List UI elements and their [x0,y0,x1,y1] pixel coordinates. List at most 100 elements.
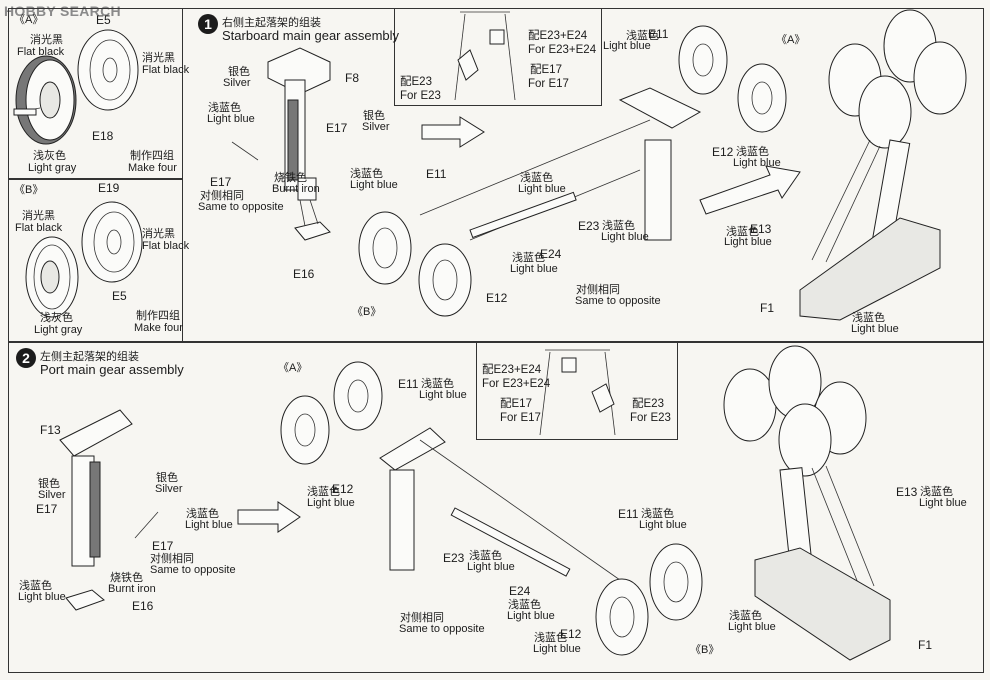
note-label: 对侧相同 [150,553,194,565]
color-label: Light blue [518,183,566,195]
step2-number-badge: 2 [16,348,36,368]
color-label: 浅灰色 [40,312,73,324]
color-label: 消光黑 [30,34,63,46]
color-label: Burnt iron [108,583,156,595]
color-label: Light blue [18,591,66,603]
part-e11-label: E11 [648,27,669,41]
wheel-b-drawing [25,201,143,318]
quantity-label: Make four [128,162,177,174]
part-e12-label: E12 [486,291,508,305]
step1-title-en: Starboard main gear assembly [222,28,400,43]
part-e19-label: E19 [98,181,120,195]
color-label: 浅蓝色 [508,599,541,611]
color-label: Light blue [603,40,651,52]
color-label: 银色 [228,66,250,78]
color-label: Light blue [307,497,355,509]
part-e12-label: E12 [332,482,354,496]
color-label: 银色 [363,110,385,122]
color-label: 浅蓝色 [726,226,759,238]
color-label: 浅蓝色 [534,632,567,644]
color-label: 浅蓝色 [350,168,383,180]
color-label: Light gray [34,324,83,336]
part-e17-label: E17 [326,121,348,135]
color-label: 浅蓝色 [736,146,769,158]
inset2-label: For E23+E24 [482,378,551,390]
color-label: 消光黑 [22,210,55,222]
color-label: 浅蓝色 [641,508,674,520]
inset1-sketch [454,11,516,101]
step2-title-cn: 左侧主起落架的组装 [40,351,139,363]
ref-a-label: 《A》 [278,362,308,374]
color-label: Light blue [728,621,776,633]
quantity-label: Make four [134,322,183,334]
color-label: Light blue [507,610,555,622]
color-label: 浅蓝色 [602,220,635,232]
color-label: 浅蓝色 [208,102,241,114]
color-label: Flat black [142,64,190,76]
color-label: 浅蓝色 [852,312,885,324]
wheel-a-drawing [13,29,139,145]
color-label: Flat black [15,222,63,234]
inset2-label: 配E23 [632,398,664,410]
part-e5-label: E5 [96,13,111,27]
inset2-label: For E23 [630,412,671,424]
note-label: 对侧相同 [576,284,620,296]
part-e12-label: E12 [712,145,734,159]
color-label: 浅蓝色 [469,550,502,562]
note-label: 对侧相同 [200,190,244,202]
color-label: Silver [38,489,66,501]
part-e11-label: E11 [426,167,447,181]
step2-finished-drawing [723,345,891,661]
inset2-sketch [539,349,616,436]
color-label: 浅蓝色 [19,580,52,592]
step2-strut-drawing [59,409,159,611]
color-label: Light blue [919,497,967,509]
inset-step2 [476,342,678,440]
note-label: Same to opposite [575,295,661,307]
color-label: Light blue [419,389,467,401]
color-label: 银色 [38,478,60,490]
step1-finished-drawing [799,9,967,321]
part-e13-label: E13 [750,222,772,236]
part-e16-label: E16 [132,599,154,613]
part-e16-label: E16 [293,267,315,281]
box-a-ref: 《A》 [14,14,44,26]
color-label: 浅蓝色 [421,378,454,390]
color-label: 烧铁色 [274,172,307,184]
color-label: 烧铁色 [110,572,143,584]
part-e18-label: E18 [92,129,114,143]
part-e17-label: E17 [36,502,58,516]
part-e11-label: E11 [618,507,639,521]
note-label: 对侧相同 [400,612,444,624]
color-label: 浅蓝色 [512,252,545,264]
color-label: 浅蓝色 [920,486,953,498]
part-e13-label: E13 [896,485,918,499]
color-label: Silver [223,77,251,89]
step2-title-en: Port main gear assembly [40,362,184,377]
inset1-label: 配E23 [400,76,432,88]
color-label: Flat black [142,240,190,252]
note-label: Same to opposite [198,201,284,213]
inset2-label: For E17 [500,412,541,424]
part-f1-label: F1 [918,638,933,652]
ref-b-label: 《B》 [352,306,382,318]
step2-gear-drawing [280,361,703,656]
inset2-label: 配E17 [500,398,532,410]
color-label: Light blue [724,236,772,248]
step1-number-badge: 1 [198,14,218,34]
color-label: Light blue [851,323,899,335]
part-e12-label: E12 [560,627,582,641]
quantity-label: 制作四组 [136,310,180,322]
color-label: Light blue [733,157,781,169]
ref-b-label: 《B》 [690,644,720,656]
color-label: Light blue [185,519,233,531]
part-e17-label: E17 [152,539,174,553]
inset1-label: For E23+E24 [528,44,597,56]
color-label: 浅蓝色 [186,508,219,520]
color-label: Light blue [601,231,649,243]
color-label: Silver [362,121,390,133]
color-label: 浅蓝色 [307,486,340,498]
inset1-label: For E23 [400,90,441,102]
color-label: Light gray [28,162,77,174]
